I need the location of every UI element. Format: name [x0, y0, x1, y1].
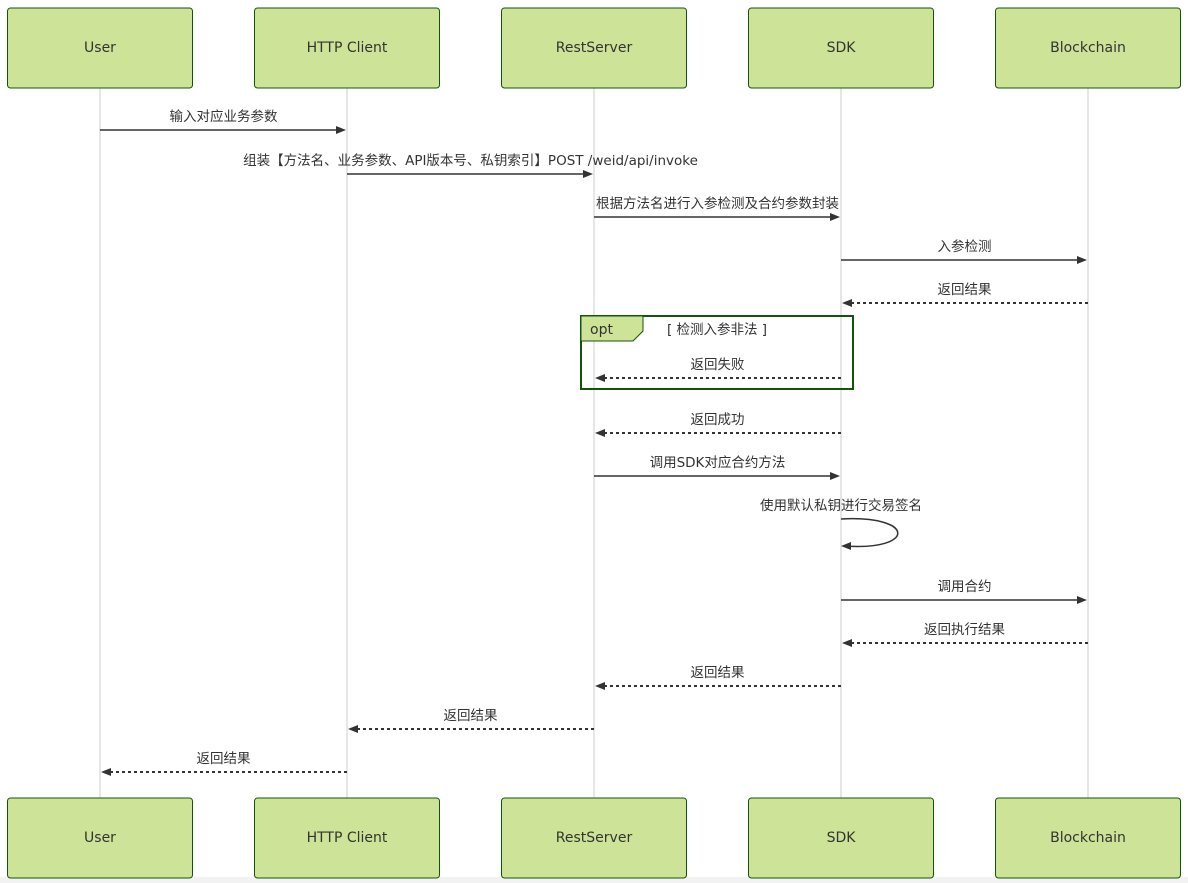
message-arrowhead [595, 374, 605, 382]
actor-box-user [7, 7, 193, 89]
actor-label-http: HTTP Client [307, 40, 388, 56]
opt-keyword: opt [590, 322, 613, 338]
message-9: 使用默认私钥进行交易签名 [760, 497, 922, 550]
actor-label-user: User [84, 40, 116, 56]
actor-label-chain: Blockchain [1050, 40, 1126, 56]
message-label: 输入对应业务参数 [170, 108, 278, 125]
message-arrowhead [595, 682, 605, 690]
actor-label-user: User [84, 830, 116, 846]
message-label: 调用合约 [938, 579, 992, 595]
message-arrowhead [1077, 596, 1087, 604]
message-label: 根据方法名进行入参检测及合约参数封装 [596, 195, 839, 212]
actor-chain-bottom: Blockchain [995, 797, 1181, 879]
message-1: 输入对应业务参数 [100, 108, 346, 134]
message-label: 返回结果 [691, 665, 745, 681]
actor-user-bottom: User [7, 797, 193, 879]
message-8: 调用SDK对应合约方法 [594, 454, 840, 480]
actors-top: User HTTP Client RestServer SDK Blockchain [7, 7, 1181, 89]
actor-http-top: HTTP Client [254, 7, 440, 89]
message-2: 组装【方法名、业务参数、API版本号、私钥索引】POST /weid/api/i… [243, 152, 698, 178]
actor-label-sdk: SDK [827, 40, 857, 56]
actor-label-rest: RestServer [556, 830, 633, 846]
actor-sdk-top: SDK [748, 7, 934, 89]
message-4: 入参检测 [841, 238, 1087, 264]
opt-frame [580, 315, 854, 390]
message-arrowhead [348, 725, 358, 733]
message-arrowhead [1077, 256, 1087, 264]
message-arrowhead [830, 213, 840, 221]
actor-http-bottom: HTTP Client [254, 797, 440, 879]
actor-user-top: User [7, 7, 193, 89]
message-arrowhead [842, 639, 852, 647]
bottom-strip [0, 877, 1188, 883]
actor-rest-bottom: RestServer [501, 797, 687, 879]
actor-box-http [254, 797, 440, 879]
actor-sdk-bottom: SDK [748, 797, 934, 879]
message-label: 返回成功 [691, 412, 745, 428]
message-arrowhead [842, 299, 852, 307]
actor-box-user [7, 797, 193, 879]
actor-box-sdk [748, 797, 934, 879]
message-arrowhead [101, 768, 111, 776]
message-7: 返回成功 [595, 412, 841, 437]
actor-box-rest [501, 797, 687, 879]
actor-box-sdk [748, 7, 934, 89]
actor-box-chain [995, 7, 1181, 89]
actors-bottom: User HTTP Client RestServer SDK Blockchain [7, 797, 1181, 879]
message-arrowhead [841, 542, 851, 550]
lifelines [99, 88, 1089, 798]
actor-rest-top: RestServer [501, 7, 687, 89]
message-5: 返回结果 [842, 282, 1088, 307]
actor-box-chain [995, 797, 1181, 879]
actor-box-rest [501, 7, 687, 89]
message-label: 入参检测 [938, 238, 992, 255]
message-arrowhead [583, 170, 593, 178]
message-label: 返回结果 [444, 708, 498, 724]
message-label: 返回失败 [691, 357, 745, 373]
actor-label-http: HTTP Client [307, 830, 388, 846]
message-label: 使用默认私钥进行交易签名 [760, 497, 922, 514]
message-label: 组装【方法名、业务参数、API版本号、私钥索引】POST /weid/api/i… [243, 152, 698, 169]
message-14: 返回结果 [101, 751, 347, 776]
actor-label-sdk: SDK [827, 830, 857, 846]
actor-label-chain: Blockchain [1050, 830, 1126, 846]
message-label: 返回结果 [197, 751, 251, 767]
message-label: 返回执行结果 [924, 622, 1005, 638]
message-6: 返回失败 [595, 357, 841, 382]
message-13: 返回结果 [348, 708, 594, 733]
opt-block: opt [ 检测入参非法 ] [580, 315, 854, 390]
message-arrowhead [830, 472, 840, 480]
message-label: 调用SDK对应合约方法 [650, 454, 786, 471]
message-11: 返回执行结果 [842, 622, 1088, 647]
message-arrowhead [336, 126, 346, 134]
message-arrow [840, 517, 899, 548]
message-10: 调用合约 [841, 579, 1087, 604]
message-label: 返回结果 [938, 282, 992, 298]
message-arrowhead [595, 429, 605, 437]
opt-condition: [ 检测入参非法 ] [667, 321, 767, 338]
opt-tab [580, 315, 644, 342]
actor-label-rest: RestServer [556, 40, 633, 56]
message-3: 根据方法名进行入参检测及合约参数封装 [594, 195, 840, 221]
actor-box-http [254, 7, 440, 89]
message-12: 返回结果 [595, 665, 841, 690]
actor-chain-top: Blockchain [995, 7, 1181, 89]
